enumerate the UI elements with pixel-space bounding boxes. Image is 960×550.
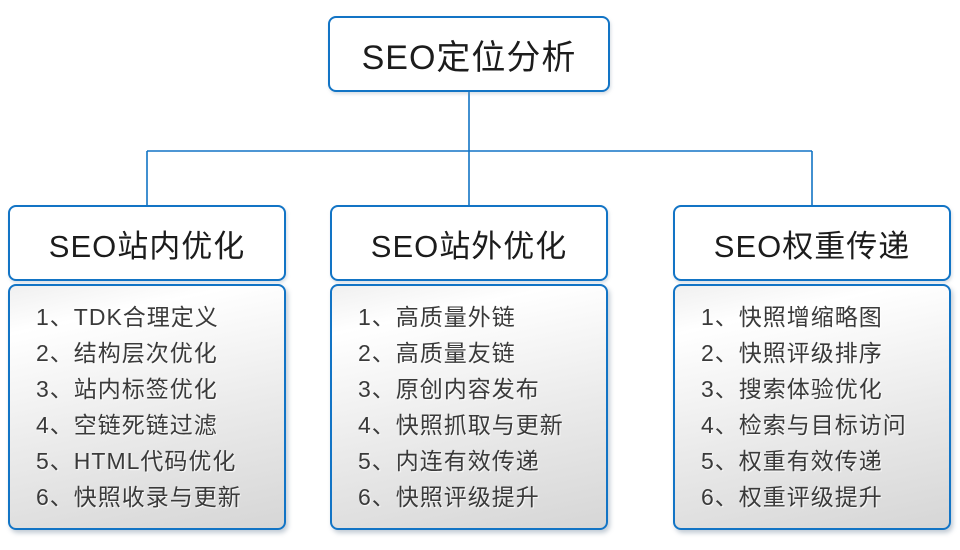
list-item: 5、HTML代码优化 — [36, 448, 237, 474]
list-item: 1、TDK合理定义 — [36, 304, 219, 330]
list-item: 2、结构层次优化 — [36, 340, 218, 366]
list-item: 2、快照评级排序 — [701, 340, 883, 366]
list-item: 3、站内标签优化 — [36, 376, 218, 402]
list-item: 4、快照抓取与更新 — [358, 412, 564, 438]
list-item: 4、检索与目标访问 — [701, 412, 907, 438]
column-list-onsite: 1、TDK合理定义 2、结构层次优化 3、站内标签优化 4、空链死链过滤 5、H… — [8, 284, 286, 530]
list-item: 4、空链死链过滤 — [36, 412, 218, 438]
list-item: 2、高质量友链 — [358, 340, 516, 366]
root-node: SEO定位分析 — [328, 16, 610, 92]
list-item: 6、快照评级提升 — [358, 484, 540, 510]
column-title-offsite: SEO站外优化 — [330, 205, 608, 281]
root-node-title: SEO定位分析 — [361, 38, 577, 77]
list-item: 1、快照增缩略图 — [701, 304, 883, 330]
list-item: 5、权重有效传递 — [701, 448, 883, 474]
column-title-label: SEO权重传递 — [713, 228, 911, 264]
list-item: 3、原创内容发布 — [358, 376, 540, 402]
list-item: 6、权重评级提升 — [701, 484, 883, 510]
list-item: 6、快照收录与更新 — [36, 484, 242, 510]
column-title-label: SEO站外优化 — [370, 228, 568, 264]
list-item: 3、搜索体验优化 — [701, 376, 883, 402]
column-title-label: SEO站内优化 — [48, 228, 246, 264]
list-item: 1、高质量外链 — [358, 304, 516, 330]
column-title-weight: SEO权重传递 — [673, 205, 951, 281]
column-list-weight: 1、快照增缩略图 2、快照评级排序 3、搜索体验优化 4、检索与目标访问 5、权… — [673, 284, 951, 530]
column-list-offsite: 1、高质量外链 2、高质量友链 3、原创内容发布 4、快照抓取与更新 5、内连有… — [330, 284, 608, 530]
list-item: 5、内连有效传递 — [358, 448, 540, 474]
column-title-onsite: SEO站内优化 — [8, 205, 286, 281]
